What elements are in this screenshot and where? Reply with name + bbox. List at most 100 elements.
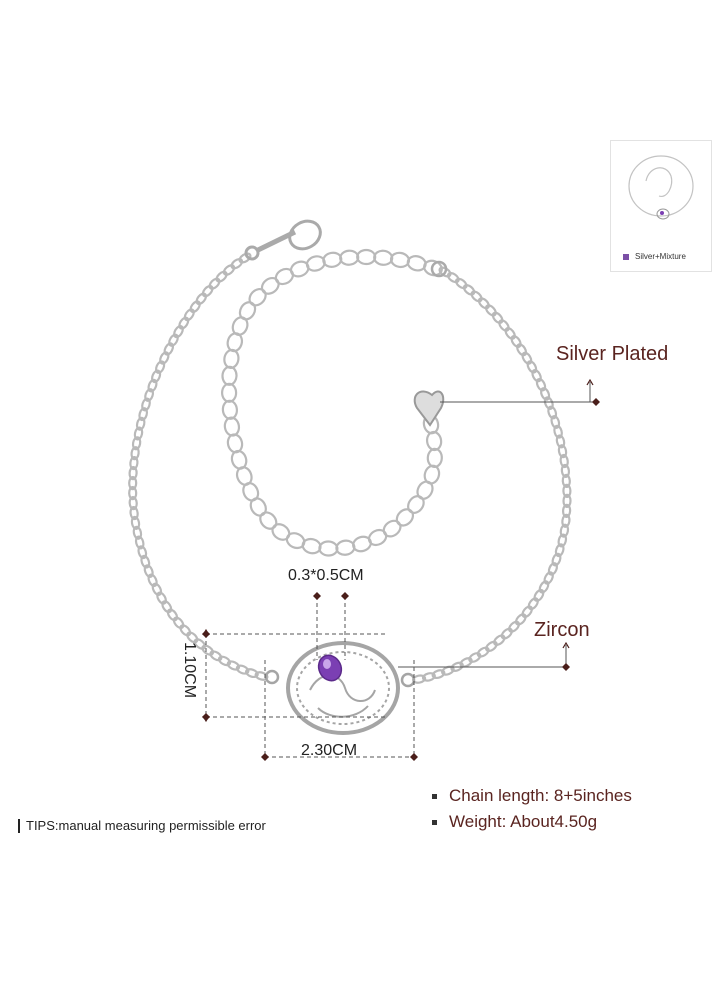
dimension-marker xyxy=(592,398,600,406)
chain-link xyxy=(238,301,257,321)
chain-link xyxy=(318,540,339,557)
bullet-icon xyxy=(432,793,437,799)
chain-link xyxy=(521,351,533,365)
chain-link xyxy=(147,378,158,393)
chain-link xyxy=(166,608,179,622)
chain-link xyxy=(189,300,201,314)
chain-link xyxy=(172,616,185,630)
chain-link xyxy=(498,319,510,332)
tips-bar-icon xyxy=(18,818,20,833)
lobster-clasp-icon xyxy=(244,219,322,261)
tips-note: TIPS:manual measuring permissible error xyxy=(18,818,266,833)
variant-legend: Silver+Mixture xyxy=(623,252,686,261)
spec-text: Weight: About4.50g xyxy=(449,812,598,831)
chain-link xyxy=(161,600,173,614)
dimension-marker xyxy=(261,753,269,761)
chain xyxy=(128,248,572,684)
chain-link xyxy=(476,646,490,658)
chain-link xyxy=(491,311,504,324)
chain-link xyxy=(260,276,280,295)
chain-link xyxy=(130,515,141,530)
chain-link xyxy=(238,252,252,264)
chain-link xyxy=(543,571,554,585)
dimension-marker xyxy=(202,713,210,721)
chain-link xyxy=(421,672,436,682)
stone-size-label: 0.3*0.5CM xyxy=(288,567,364,584)
chain-link xyxy=(274,267,295,286)
dimension-marker xyxy=(410,753,418,761)
chain-link xyxy=(547,405,558,420)
chain-link xyxy=(493,634,506,646)
chain-link xyxy=(156,591,167,605)
chain-link xyxy=(131,436,142,451)
chain-link xyxy=(220,382,238,403)
variant-thumbnail[interactable]: Silver+Mixture xyxy=(610,140,712,272)
dimension-marker xyxy=(202,630,210,638)
chain-link xyxy=(551,552,562,567)
chain-link xyxy=(138,407,149,422)
chain-link xyxy=(144,388,155,402)
bullet-icon xyxy=(432,819,437,825)
chain-link xyxy=(137,545,148,560)
chain-link xyxy=(561,473,571,488)
chain-link xyxy=(183,308,195,322)
chain-link xyxy=(133,426,144,441)
chain-link xyxy=(143,564,154,578)
chain-link xyxy=(271,523,291,541)
chain-link xyxy=(159,351,170,365)
chain-link xyxy=(129,456,139,471)
arrow-tip xyxy=(586,378,594,386)
chain-link xyxy=(179,624,192,637)
arrow-tip xyxy=(202,715,210,723)
chain-link xyxy=(195,292,208,306)
chain-link xyxy=(129,506,139,521)
chain-link xyxy=(249,497,267,517)
pendant-height-label: 1.10CM xyxy=(181,642,198,699)
anklet-thumbnail-icon xyxy=(628,155,694,220)
color-swatch xyxy=(623,253,629,260)
chain-link xyxy=(562,483,572,498)
chain-link xyxy=(550,415,561,429)
chain-link xyxy=(128,486,138,501)
chain-link xyxy=(245,668,259,679)
chain-link xyxy=(533,588,545,602)
chain-link xyxy=(526,360,538,374)
chain-link xyxy=(335,539,356,556)
chain-link xyxy=(259,511,278,530)
pendant-width-label: 2.30CM xyxy=(301,742,358,759)
chain-link xyxy=(221,365,238,386)
chain-link xyxy=(373,249,394,266)
chain-link xyxy=(454,277,468,290)
heart-charm-icon xyxy=(413,260,448,427)
chain-link xyxy=(557,444,568,459)
chain-link xyxy=(459,657,473,668)
chain-link xyxy=(356,248,377,266)
arrow-tip xyxy=(562,641,570,649)
chain-link xyxy=(462,283,476,296)
chain-link xyxy=(555,434,566,449)
chain-link xyxy=(477,297,490,310)
chain-link xyxy=(209,650,223,662)
chain-link xyxy=(201,284,214,298)
dimension-marker xyxy=(313,592,321,600)
chain-link xyxy=(554,543,565,558)
chain-link xyxy=(510,335,522,348)
chain-link xyxy=(132,525,143,540)
chain-link xyxy=(226,660,241,671)
chain-link xyxy=(484,304,497,317)
chain-link xyxy=(154,360,166,374)
spec-text: Chain length: 8+5inches xyxy=(449,786,632,805)
chain-link xyxy=(201,644,215,656)
chain-link xyxy=(407,495,425,514)
oval-pendant xyxy=(264,641,416,735)
chain-link xyxy=(553,424,563,439)
chain-link xyxy=(151,369,162,384)
chain-link xyxy=(538,580,550,594)
chain-link xyxy=(470,290,483,303)
chain-link xyxy=(173,325,184,339)
chain-link xyxy=(134,535,145,550)
zircon-stone xyxy=(317,654,343,682)
chain-link xyxy=(135,416,146,431)
chain-link xyxy=(382,519,402,538)
chain-link xyxy=(485,640,498,653)
